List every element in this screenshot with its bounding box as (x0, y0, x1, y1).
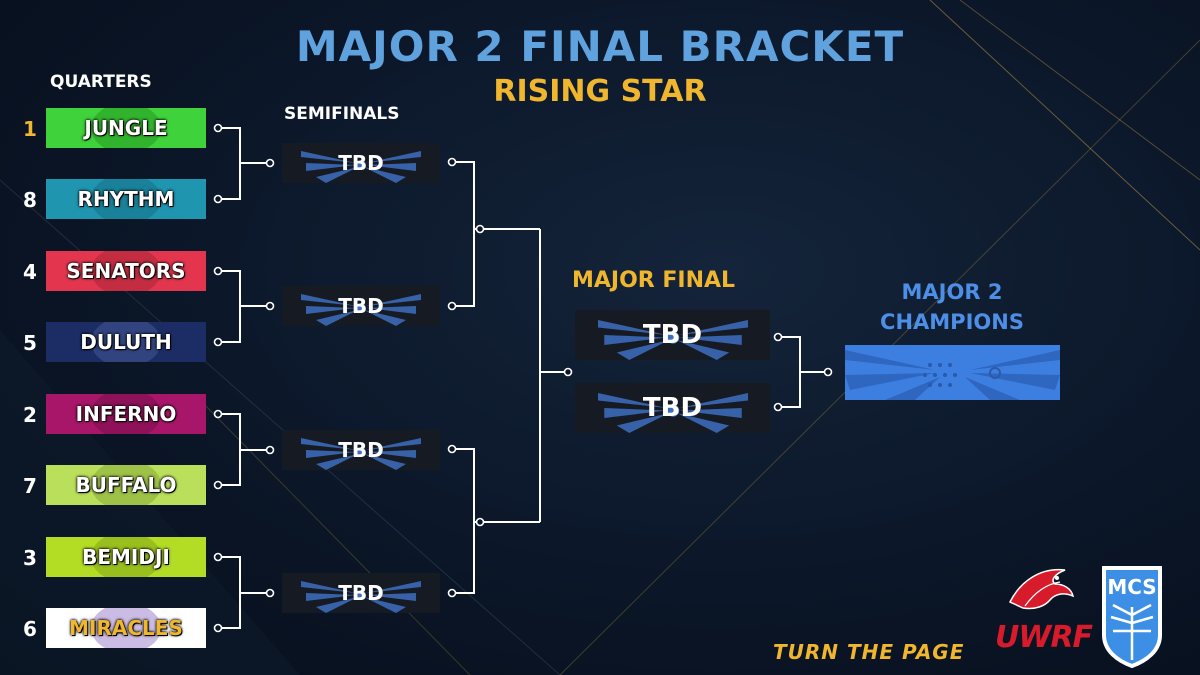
team-duluth[interactable]: DULUTH (46, 322, 206, 362)
team-jungle[interactable]: JUNGLE (46, 108, 206, 148)
mcs-logo-text: MCS (1107, 575, 1157, 599)
team-senators[interactable]: SENATORS (46, 251, 206, 291)
wing-logo-icon (301, 294, 421, 326)
final-slot-1[interactable]: TBD (575, 310, 770, 360)
page-title: MAJOR 2 FINAL BRACKET (295, 22, 905, 71)
team-name: BEMIDJI (82, 545, 170, 569)
team-rhythm[interactable]: RHYTHM (46, 179, 206, 219)
semifinal-slot-1[interactable]: TBD (282, 143, 440, 183)
seed-number: 4 (23, 260, 37, 284)
semifinal-label: TBD (338, 438, 384, 462)
team-bemidji[interactable]: BEMIDJI (46, 537, 206, 577)
champions-label-line2: CHAMPIONS (880, 310, 1024, 334)
final-label: TBD (642, 393, 703, 423)
seed-number: 7 (23, 474, 37, 498)
team-buffalo[interactable]: BUFFALO (46, 465, 206, 505)
team-miracles[interactable]: MIRACLES (46, 608, 206, 648)
team-name: BUFFALO (75, 473, 177, 497)
major-final-label: MAJOR FINAL (572, 268, 736, 293)
semifinal-label: TBD (338, 151, 384, 175)
mcs-shield-logo: MCS (1101, 565, 1163, 669)
semifinal-slot-2[interactable]: TBD (282, 286, 440, 326)
semifinal-slot-3[interactable]: TBD (282, 430, 440, 470)
wing-logo-icon (845, 350, 1060, 400)
quarters-label: QUARTERS (50, 72, 152, 92)
semifinals-label: SEMIFINALS (284, 104, 400, 124)
final-label: TBD (642, 320, 703, 350)
final-slot-2[interactable]: TBD (575, 383, 770, 433)
semifinal-label: TBD (338, 294, 384, 318)
team-name: RHYTHM (77, 187, 175, 211)
seed-number: 6 (23, 617, 37, 641)
team-name: JUNGLE (84, 116, 168, 140)
team-inferno[interactable]: INFERNO (46, 394, 206, 434)
shield-icon (1102, 566, 1162, 669)
seed-number: 5 (23, 331, 37, 355)
semifinal-label: TBD (338, 581, 384, 605)
seed-number: 2 (23, 403, 37, 427)
team-name: DULUTH (80, 330, 172, 354)
champions-label-line1: MAJOR 2 (901, 280, 1003, 304)
seed-number: 8 (23, 188, 37, 212)
uwrf-logo-text: UWRF (995, 620, 1093, 655)
wing-logo-icon (597, 393, 748, 433)
champions-label: MAJOR 2 CHAMPIONS (852, 277, 1052, 337)
tagline: TURN THE PAGE (773, 640, 965, 664)
champion-slot[interactable] (845, 345, 1060, 400)
wing-logo-icon (301, 438, 421, 470)
uwrf-falcon-logo-icon (1008, 568, 1075, 610)
wing-logo-icon (301, 151, 421, 183)
team-name: SENATORS (66, 259, 186, 283)
seed-number: 1 (23, 117, 37, 141)
team-name: INFERNO (75, 402, 177, 426)
team-name: MIRACLES (69, 616, 183, 640)
wing-logo-icon (301, 581, 421, 613)
semifinal-slot-4[interactable]: TBD (282, 573, 440, 613)
wing-logo-icon (597, 320, 748, 360)
seed-number: 3 (23, 546, 37, 570)
page-subtitle: RISING STAR (493, 74, 707, 109)
